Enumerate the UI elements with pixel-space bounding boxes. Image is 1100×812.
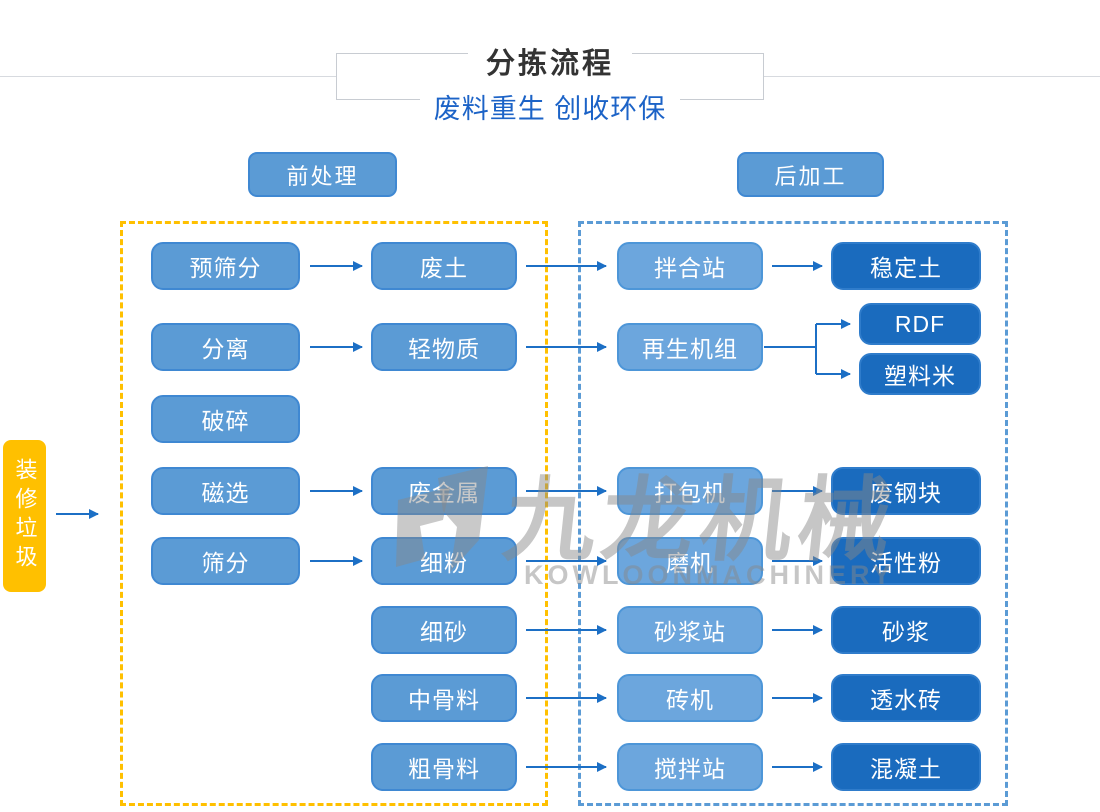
flow-node-product: 透水砖: [831, 674, 981, 722]
pre-processing-group: [120, 221, 548, 806]
flow-node-material: 细粉: [371, 537, 517, 585]
post-processing-group: [578, 221, 1008, 806]
flow-node-process: 拌合站: [617, 242, 763, 290]
flow-node-product: 砂浆: [831, 606, 981, 654]
flow-node-material: 粗骨料: [371, 743, 517, 791]
flow-node-material: 细砂: [371, 606, 517, 654]
flow-node-process: 打包机: [617, 467, 763, 515]
flow-node-material: 废土: [371, 242, 517, 290]
flow-node-process: 砖机: [617, 674, 763, 722]
flow-node-process: 磨机: [617, 537, 763, 585]
flow-node-step: 筛分: [151, 537, 300, 585]
flow-node-process: 再生机组: [617, 323, 763, 371]
flow-node-product: 混凝土: [831, 743, 981, 791]
source-box: 装修垃圾: [3, 440, 46, 592]
flow-node-product: 废钢块: [831, 467, 981, 515]
flow-node-step: 预筛分: [151, 242, 300, 290]
flow-node-material: 中骨料: [371, 674, 517, 722]
flow-node-material: 轻物质: [371, 323, 517, 371]
flow-node-product: RDF: [859, 303, 981, 345]
flow-node-product: 塑料米: [859, 353, 981, 395]
page-title: 分拣流程: [0, 40, 1100, 82]
flow-node-process: 搅拌站: [617, 743, 763, 791]
flow-node-process: 砂浆站: [617, 606, 763, 654]
post-processing-label: 后加工: [737, 152, 884, 197]
flow-node-step: 磁选: [151, 467, 300, 515]
flow-node-step: 破碎: [151, 395, 300, 443]
flow-node-step: 分离: [151, 323, 300, 371]
flow-node-product: 稳定土: [831, 242, 981, 290]
flow-node-product: 活性粉: [831, 537, 981, 585]
page-subtitle: 废料重生 创收环保: [0, 87, 1100, 126]
flow-node-material: 废金属: [371, 467, 517, 515]
pre-processing-label: 前处理: [248, 152, 397, 197]
